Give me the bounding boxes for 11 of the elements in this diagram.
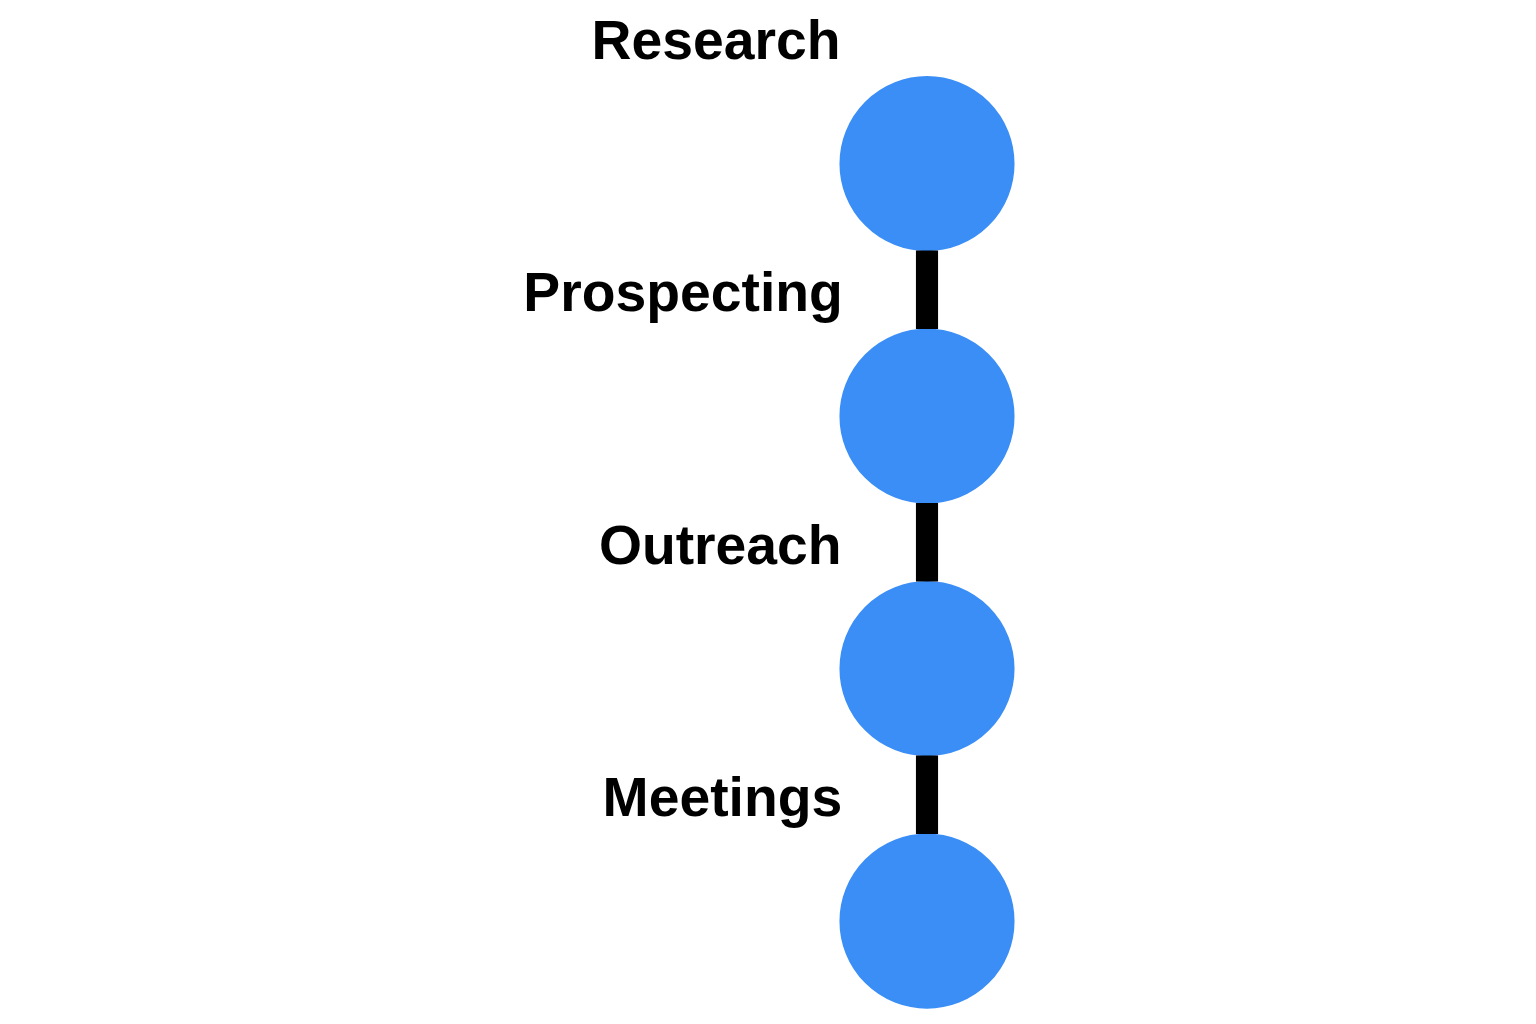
connector	[915, 755, 938, 834]
node-circle	[838, 581, 1015, 757]
connector	[915, 250, 938, 329]
node-circle	[838, 833, 1015, 1009]
connector	[915, 502, 938, 582]
node-circle	[838, 76, 1015, 252]
node-label: Meetings	[602, 766, 842, 829]
node-label: Research	[591, 8, 840, 71]
node-label: Prospecting	[522, 261, 843, 324]
node-label: Outreach	[598, 513, 842, 576]
node-circle	[838, 328, 1015, 504]
